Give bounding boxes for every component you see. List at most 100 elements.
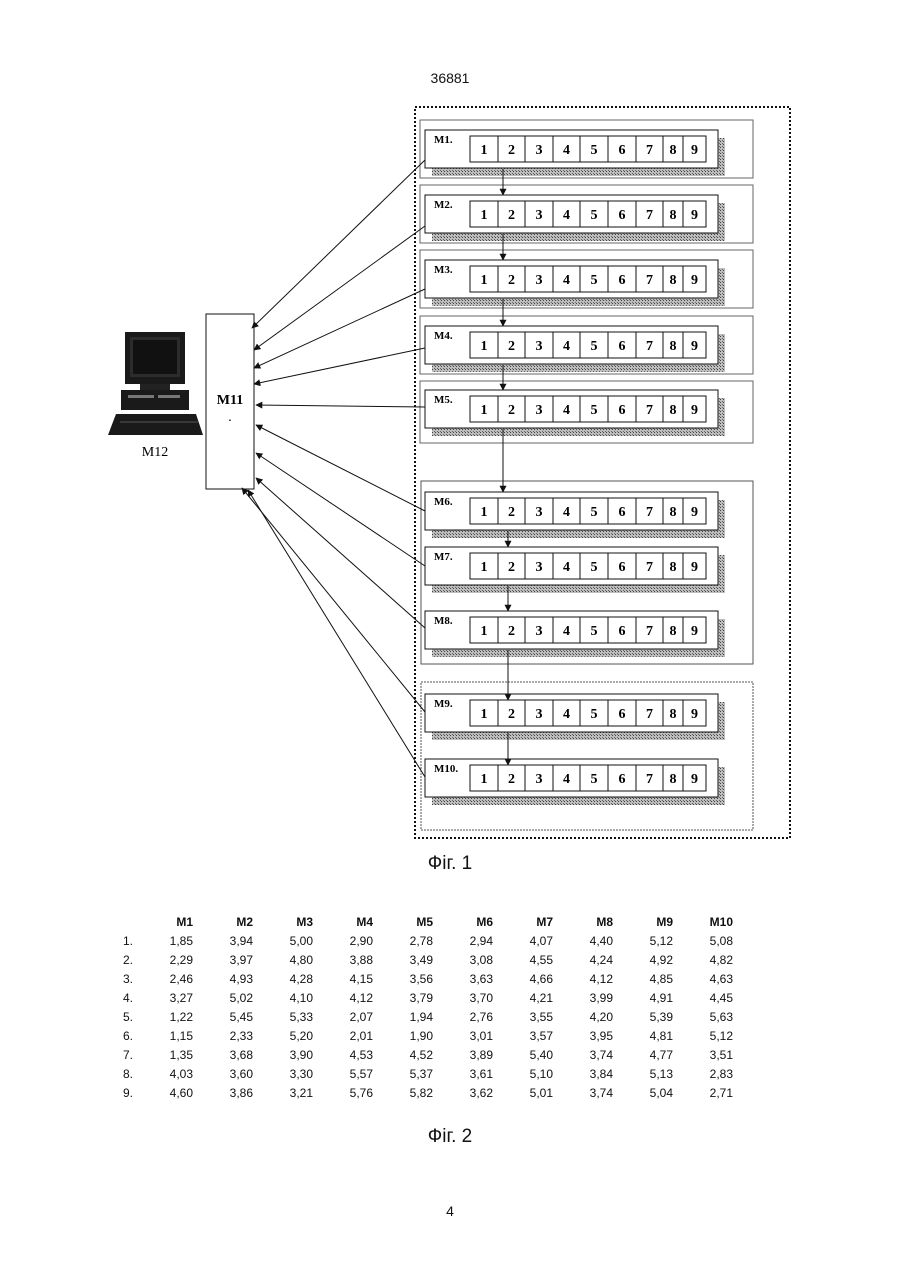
- table-cell: 5,45: [193, 1007, 253, 1026]
- table-cell: 3,88: [313, 950, 373, 969]
- module-label: M4.: [434, 330, 453, 342]
- computer-icon: [108, 332, 203, 435]
- table-row: 3.2,464,934,284,153,563,634,664,124,854,…: [105, 969, 733, 988]
- table-cell: 3,57: [493, 1026, 553, 1045]
- table-cell: 5,40: [493, 1045, 553, 1064]
- row-label: 4.: [105, 988, 133, 1007]
- cell-number: 5: [591, 208, 598, 223]
- row-label: 2.: [105, 950, 133, 969]
- column-header: M10: [673, 912, 733, 931]
- column-header: M5: [373, 912, 433, 931]
- row-label: 5.: [105, 1007, 133, 1026]
- cell-number: 7: [646, 273, 653, 288]
- module-label: M10.: [434, 763, 458, 775]
- table-cell: 5,82: [373, 1083, 433, 1102]
- column-header: M9: [613, 912, 673, 931]
- table-cell: 3,49: [373, 950, 433, 969]
- cell-number: 4: [563, 707, 570, 722]
- cell-number: 3: [536, 339, 543, 354]
- table-cell: 2,78: [373, 931, 433, 950]
- module-label: M8.: [434, 615, 453, 627]
- table-cell: 4,91: [613, 988, 673, 1007]
- table-cell: 4,81: [613, 1026, 673, 1045]
- table-cell: 1,94: [373, 1007, 433, 1026]
- hub-m11-dot: .: [228, 408, 232, 424]
- cell-number: 1: [481, 624, 488, 639]
- column-header: M7: [493, 912, 553, 931]
- cell-number: 8: [670, 772, 677, 787]
- cell-number: 9: [691, 143, 698, 158]
- table-cell: 5,37: [373, 1064, 433, 1083]
- table-cell: 4,60: [133, 1083, 193, 1102]
- cell-number: 2: [508, 143, 515, 158]
- column-header: M8: [553, 912, 613, 931]
- cell-number: 7: [646, 403, 653, 418]
- table-cell: 3,97: [193, 950, 253, 969]
- table-cell: 2,83: [673, 1064, 733, 1083]
- cell-number: 9: [691, 624, 698, 639]
- module-label: M2.: [434, 199, 453, 211]
- table-cell: 5,63: [673, 1007, 733, 1026]
- table-cell: 1,35: [133, 1045, 193, 1064]
- cell-number: 4: [563, 772, 570, 787]
- module-label: M5.: [434, 394, 453, 406]
- table-cell: 5,76: [313, 1083, 373, 1102]
- cell-number: 5: [591, 403, 598, 418]
- cell-number: 5: [591, 772, 598, 787]
- table-cell: 4,66: [493, 969, 553, 988]
- cell-number: 1: [481, 505, 488, 520]
- table-cell: 4,53: [313, 1045, 373, 1064]
- cell-number: 1: [481, 143, 488, 158]
- cell-number: 7: [646, 624, 653, 639]
- module-label: M1.: [434, 134, 453, 146]
- cell-number: 2: [508, 560, 515, 575]
- table-cell: 4,10: [253, 988, 313, 1007]
- cell-number: 2: [508, 772, 515, 787]
- cell-number: 3: [536, 772, 543, 787]
- module-to-hub-arrow: [256, 478, 425, 628]
- table-cell: 5,57: [313, 1064, 373, 1083]
- table-cell: 5,20: [253, 1026, 313, 1045]
- table-cell: 5,33: [253, 1007, 313, 1026]
- table-cell: 1,85: [133, 931, 193, 950]
- module-label: M6.: [434, 496, 453, 508]
- cell-number: 6: [619, 273, 626, 288]
- cell-number: 1: [481, 273, 488, 288]
- cell-number: 6: [619, 339, 626, 354]
- table-cell: 3,51: [673, 1045, 733, 1064]
- table-cell: 1,90: [373, 1026, 433, 1045]
- cell-number: 8: [670, 403, 677, 418]
- cell-number: 6: [619, 208, 626, 223]
- table-cell: 5,02: [193, 988, 253, 1007]
- table-cell: 5,12: [613, 931, 673, 950]
- table-cell: 3,27: [133, 988, 193, 1007]
- table-cell: 5,01: [493, 1083, 553, 1102]
- module-row: M7.123456789: [425, 547, 725, 593]
- cell-number: 7: [646, 707, 653, 722]
- module-to-hub-arrow: [248, 490, 425, 777]
- module-row: M9.123456789: [425, 694, 725, 740]
- module-to-hub-arrow: [242, 488, 425, 712]
- cell-number: 1: [481, 560, 488, 575]
- column-header: M4: [313, 912, 373, 931]
- table-row: 5.1,225,455,332,071,942,763,554,205,395,…: [105, 1007, 733, 1026]
- cell-number: 5: [591, 505, 598, 520]
- module-row: M3.123456789: [425, 260, 725, 306]
- cell-number: 6: [619, 624, 626, 639]
- cell-number: 9: [691, 339, 698, 354]
- table-cell: 2,76: [433, 1007, 493, 1026]
- module-row: M8.123456789: [425, 611, 725, 657]
- cell-number: 9: [691, 505, 698, 520]
- module-row: M4.123456789: [425, 326, 725, 372]
- module-to-hub-arrow: [256, 425, 425, 511]
- cell-number: 9: [691, 772, 698, 787]
- table-cell: 2,07: [313, 1007, 373, 1026]
- table-cell: 2,46: [133, 969, 193, 988]
- table-cell: 3,99: [553, 988, 613, 1007]
- cell-number: 6: [619, 143, 626, 158]
- cell-number: 8: [670, 143, 677, 158]
- module-row: M2.123456789: [425, 195, 725, 241]
- cell-number: 1: [481, 707, 488, 722]
- cell-number: 4: [563, 624, 570, 639]
- table-cell: 4,80: [253, 950, 313, 969]
